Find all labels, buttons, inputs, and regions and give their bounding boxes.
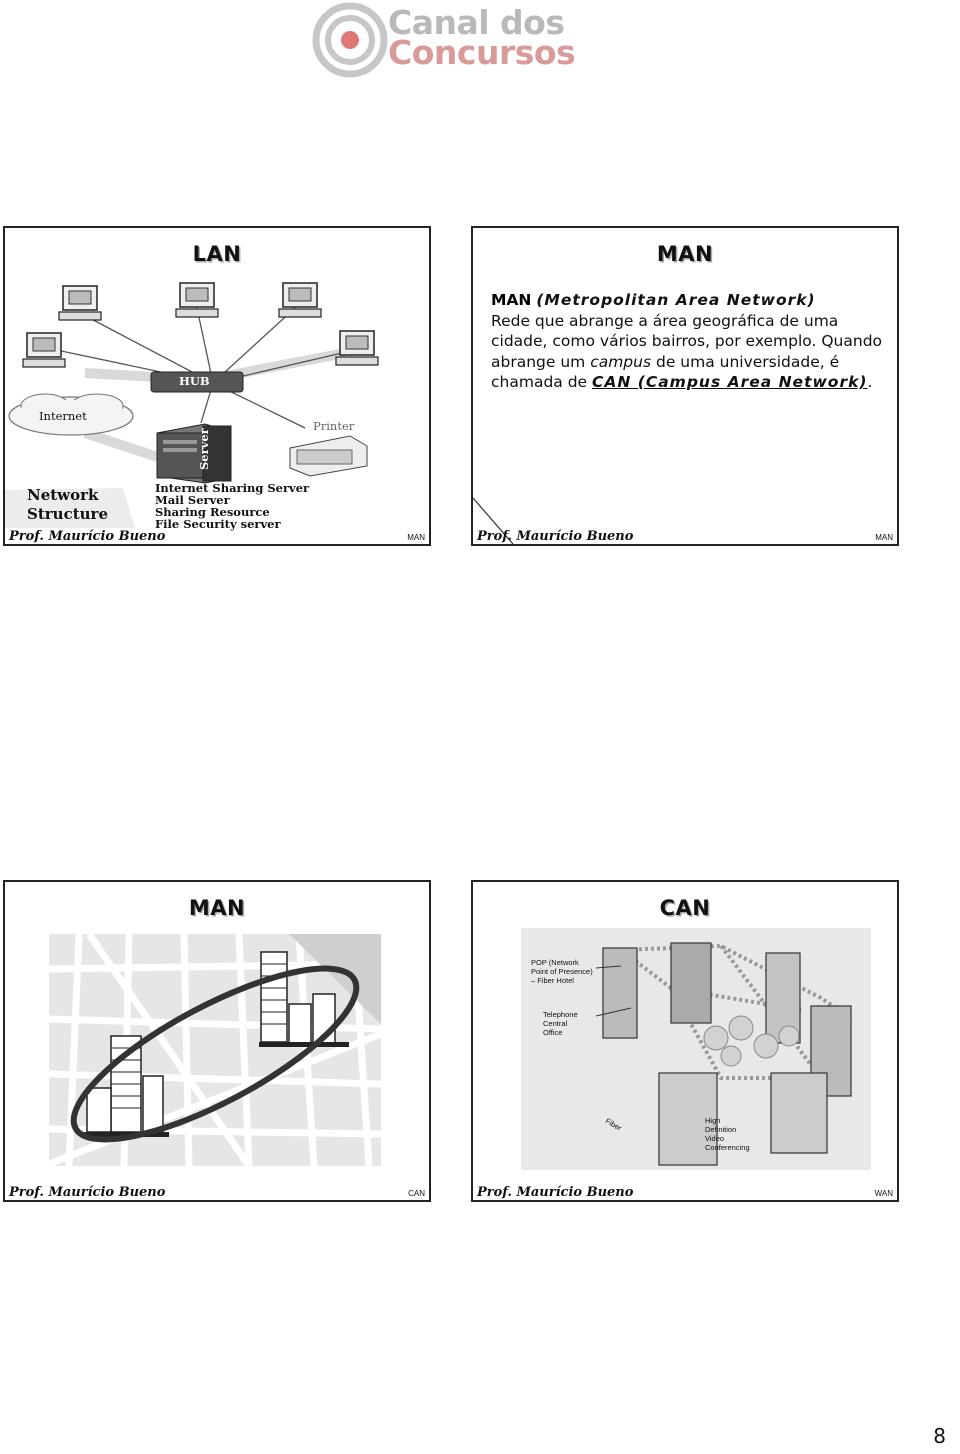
hub-icon (150, 371, 244, 393)
pop-line: POP (Network (531, 958, 579, 967)
man-heading: MAN (Metropolitan Area Network) (491, 290, 886, 311)
service-item: Mail Server (155, 493, 230, 507)
footer-author: Prof. Maurício Bueno (9, 529, 166, 544)
footer-author: Prof. Maurício Bueno (477, 529, 634, 544)
pop-label: POP (Network Point of Presence) – Fiber … (531, 958, 593, 985)
slide-title: CAN (659, 896, 711, 920)
canal-dos-concursos-logo (312, 2, 582, 78)
slide-decoration (473, 497, 514, 544)
building-icon (259, 951, 349, 1047)
man-definition-text: MAN (Metropolitan Area Network) Rede que… (491, 290, 886, 393)
pop-line: Point of Presence) (531, 967, 593, 976)
video-line: Definition (705, 1125, 737, 1134)
internet-cloud-icon (8, 393, 134, 436)
video-line: Video (705, 1134, 725, 1143)
pop-line: – Fiber Hotel (531, 976, 574, 985)
can-term: CAN (Campus Area Network) (592, 373, 868, 391)
page-number: 8 (933, 1424, 946, 1448)
footer-author: Prof. Maurício Bueno (9, 1185, 166, 1200)
telephone-line: Telephone (543, 1010, 578, 1019)
body-text-2: de uma universidade, é chamada de (491, 352, 840, 392)
printer-label: Printer (313, 419, 355, 433)
slide-title: MAN (188, 896, 246, 920)
server-label: Server (197, 428, 211, 470)
hub-label: HUB (179, 374, 210, 388)
body-text-1: Rede que abrange a área geográfica de um… (491, 311, 883, 371)
footer-tag: MAN (407, 533, 425, 542)
man-body: Rede que abrange a área geográfica de um… (491, 311, 886, 393)
campus-word: campus (590, 352, 652, 371)
server-icon (156, 423, 232, 484)
computer-icons (22, 282, 379, 368)
service-item: Internet Sharing Server (155, 481, 310, 495)
printer-icon (289, 435, 368, 477)
logo-text: Canal dos Concursos (388, 3, 576, 72)
slide-man-definition: MAN MAN (Metropolitan Area Network) Rede… (471, 226, 899, 546)
slide-title: MAN (656, 242, 714, 266)
logo-line-2: Concursos (388, 33, 576, 72)
footer-tag: WAN (874, 1189, 893, 1198)
telephone-line: Central (543, 1019, 568, 1028)
service-item: Sharing Resource (155, 505, 270, 519)
lan-network-diagram (5, 282, 379, 528)
video-line: Conferencing (705, 1143, 750, 1152)
footer-tag: MAN (875, 533, 893, 542)
man-expansion: (Metropolitan Area Network) (536, 291, 816, 309)
footer-tag: CAN (408, 1189, 425, 1198)
service-item: File Security server (155, 517, 281, 531)
slide-lan: LAN (3, 226, 431, 546)
services-list: Internet Sharing Server Mail Server Shar… (155, 482, 309, 530)
telephone-line: Office (543, 1028, 563, 1037)
internet-label: Internet (39, 409, 87, 423)
video-line: High (705, 1116, 721, 1125)
structure-label-2: Structure (27, 505, 108, 523)
slide-title: LAN (192, 242, 242, 266)
telephone-label: Telephone Central Office (543, 1010, 578, 1037)
structure-label-1: Network (27, 486, 99, 504)
slide-man-map: MAN Prof. Maurício Bueno CAN (3, 880, 431, 1202)
logo-circle-icon (312, 2, 388, 78)
footer-author: Prof. Maurício Bueno (477, 1185, 634, 1200)
video-label: High Definition Video Conferencing (705, 1116, 750, 1152)
campus-network-diagram (521, 928, 871, 1170)
man-acronym: MAN (491, 291, 532, 309)
body-text-end: . (867, 373, 873, 391)
logo-line-1: Canal dos (388, 3, 565, 42)
slide-can: CAN POP (Network Point of Presence) (471, 880, 899, 1202)
city-map-diagram (49, 934, 381, 1166)
